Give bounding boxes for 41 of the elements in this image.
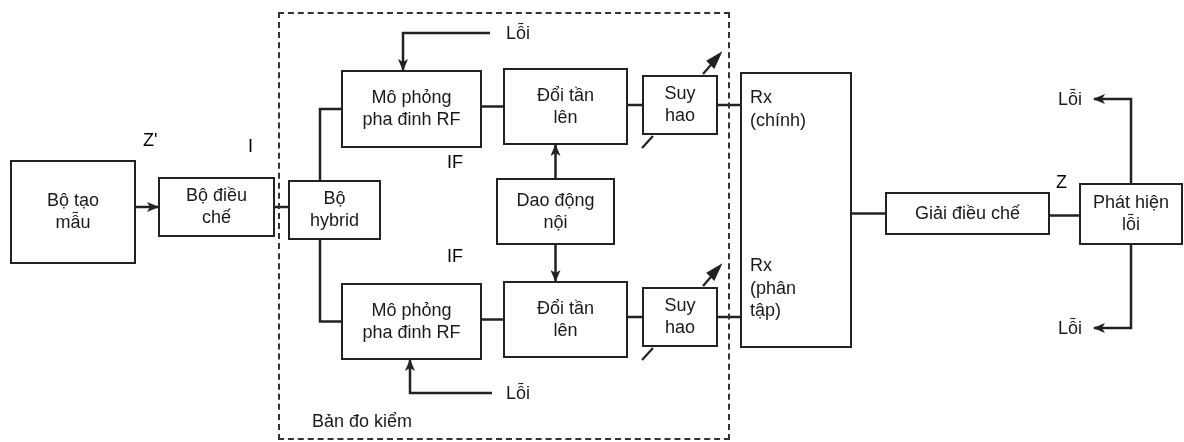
process-box: Suy hao bbox=[642, 287, 718, 347]
port-label: Rx (chính) bbox=[750, 86, 808, 131]
arrow bbox=[405, 359, 492, 395]
process-box: Đổi tần lên bbox=[503, 281, 628, 358]
connector-line bbox=[852, 212, 885, 215]
process-box: Bộ điều chế bbox=[158, 177, 275, 237]
connector-line bbox=[718, 315, 740, 319]
signal-label: IF bbox=[447, 246, 463, 267]
process-box: Phát hiện lỗi bbox=[1079, 183, 1183, 245]
arrow bbox=[1093, 245, 1133, 333]
connector-line bbox=[1050, 214, 1079, 217]
process-box: Bộ hybrid bbox=[288, 180, 381, 240]
arrow bbox=[1093, 94, 1133, 183]
group-title: Bản đo kiểm bbox=[312, 411, 413, 432]
signal-label: Lỗi bbox=[498, 20, 538, 46]
signal-label: Z' bbox=[143, 130, 158, 151]
dashed-group-frame bbox=[278, 12, 730, 440]
process-box: Mô phỏng pha đinh RF bbox=[341, 283, 482, 360]
arrow bbox=[550, 245, 561, 282]
connector-line bbox=[318, 107, 341, 180]
signal-label: Lỗi bbox=[1050, 315, 1090, 341]
process-box: Đổi tần lên bbox=[503, 68, 628, 145]
process-box: Suy hao bbox=[642, 75, 718, 135]
arrow bbox=[398, 31, 490, 71]
port-label: Rx (phân tập) bbox=[750, 254, 798, 322]
signal-label: I bbox=[248, 136, 253, 157]
receiver-box bbox=[740, 72, 852, 348]
signal-label: Lỗi bbox=[1050, 86, 1090, 112]
process-box: Bộ tạo mẫu bbox=[10, 160, 136, 264]
signal-label: Z bbox=[1056, 172, 1067, 193]
arrow bbox=[550, 144, 561, 178]
connector-line bbox=[318, 240, 341, 323]
process-box: Giải điều chế bbox=[885, 192, 1050, 235]
signal-label: IF bbox=[447, 152, 463, 173]
connector-line bbox=[718, 103, 740, 107]
signal-label: Lỗi bbox=[498, 380, 538, 406]
arrow bbox=[136, 202, 159, 212]
connector-line bbox=[482, 105, 503, 108]
connector-line bbox=[482, 318, 503, 321]
process-box: Mô phỏng pha đinh RF bbox=[341, 70, 482, 148]
process-box: Dao động nội bbox=[496, 178, 615, 245]
